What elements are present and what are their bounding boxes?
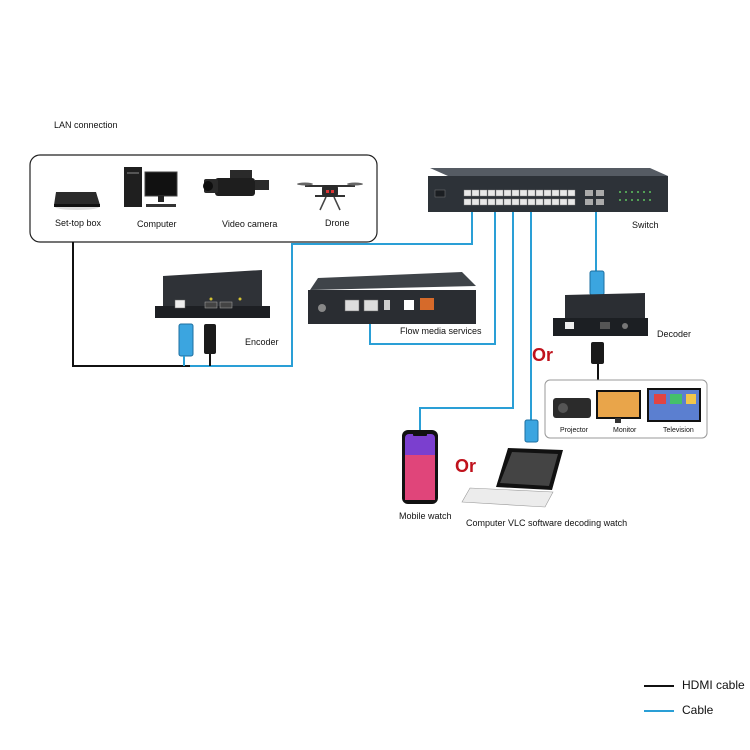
hdmi-plug-decoder (591, 342, 604, 364)
switch-label: Switch (632, 220, 659, 230)
decoder-device (553, 293, 648, 336)
lan-connection-title: LAN connection (54, 120, 118, 130)
legend-hdmi-text: HDMI cable (682, 678, 745, 692)
set-top-box-icon (54, 192, 100, 210)
encoder-device (155, 270, 270, 318)
device-label-settopbox: Set-top box (55, 218, 102, 228)
hdmi-plug-encoder (204, 324, 216, 354)
display-label-monitor: Monitor (613, 427, 637, 434)
legend-cable-text: Cable (682, 703, 714, 717)
laptop-icon (461, 448, 563, 508)
mobile-watch-label: Mobile watch (399, 511, 452, 521)
flow-media-label: Flow media services (400, 326, 482, 336)
network-plug-encoder (178, 323, 194, 357)
network-plug-decoder (589, 270, 605, 296)
device-label-videocamera: Video camera (222, 219, 278, 229)
display-label-television: Television (663, 427, 694, 434)
or-label-decoder: Or (532, 345, 554, 365)
hdmi-cable-settopbox (72, 242, 190, 367)
encoder-label: Encoder (245, 337, 279, 347)
or-label-mobile: Or (455, 456, 477, 476)
computer-icon (124, 167, 178, 207)
laptop-watch-label: Computer VLC software decoding watch (466, 518, 628, 528)
television-icon (647, 388, 701, 422)
mobile-phone-icon (402, 430, 438, 504)
lan-connection-box (29, 154, 378, 243)
flow-media-server (308, 272, 476, 324)
device-label-computer: Computer (137, 219, 177, 229)
device-label-drone: Drone (325, 218, 350, 228)
drone-icon (297, 182, 363, 211)
network-cables (190, 200, 597, 430)
monitor-icon (596, 390, 641, 423)
switch-device (428, 168, 668, 212)
network-plug-laptop (524, 419, 539, 443)
display-label-projector: Projector (560, 427, 589, 434)
projector-icon (553, 398, 591, 418)
video-camera-icon (203, 170, 269, 196)
decoder-label: Decoder (657, 329, 692, 339)
